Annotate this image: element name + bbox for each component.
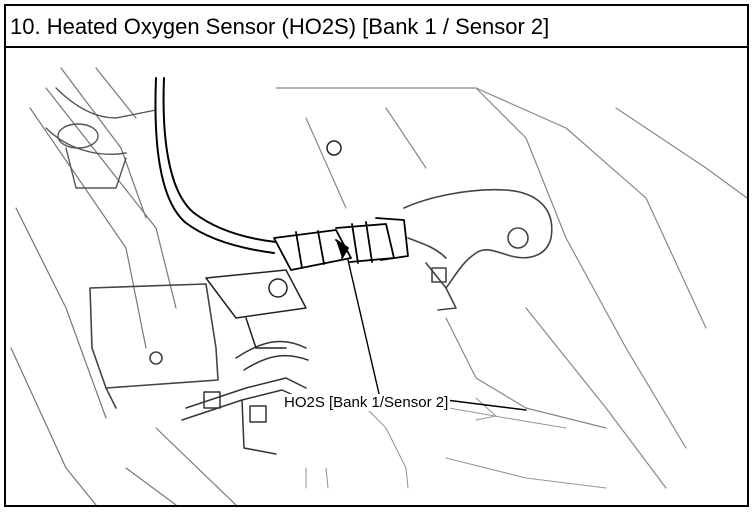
upper-pipe: [45, 87, 157, 189]
right-body-panels: [275, 87, 747, 489]
sensor-callout-label: HO2S [Bank 1/Sensor 2]: [282, 394, 451, 411]
sensor-illustration: [6, 48, 747, 505]
header-bar: 10. Heated Oxygen Sensor (HO2S) [Bank 1 …: [6, 6, 747, 48]
underbody-lines: [285, 397, 607, 489]
left-frame-rails: [10, 67, 237, 505]
left-bracket: [89, 283, 219, 409]
page-title: 10. Heated Oxygen Sensor (HO2S) [Bank 1 …: [10, 14, 550, 39]
sensor-cable: [154, 77, 277, 254]
figure-frame: 10. Heated Oxygen Sensor (HO2S) [Bank 1 …: [4, 4, 749, 507]
line-drawing: [10, 67, 747, 505]
clamp-bolts: [205, 140, 342, 349]
callout-leader: [347, 259, 527, 411]
right-hanger-bracket: [403, 188, 553, 311]
sensor-connector: [273, 217, 409, 271]
